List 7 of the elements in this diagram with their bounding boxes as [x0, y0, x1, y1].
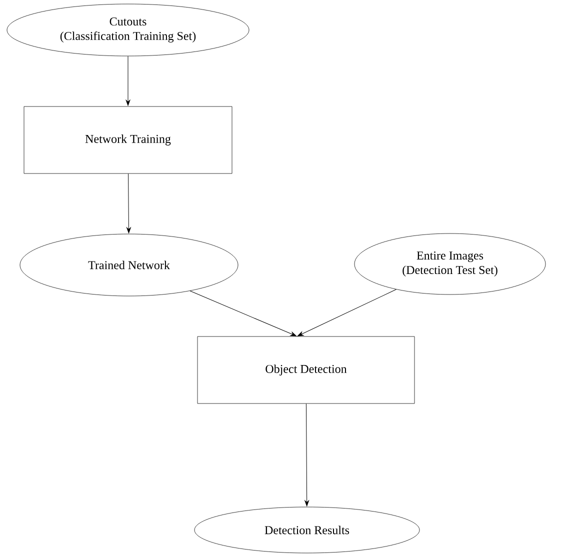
arrow: [126, 173, 131, 234]
arrow: [190, 290, 297, 336]
arrow: [304, 403, 310, 506]
arrow: [126, 56, 130, 106]
arrow: [297, 289, 396, 336]
process-box: Object Detection: [197, 336, 415, 404]
process-box: Network Training: [24, 106, 232, 174]
